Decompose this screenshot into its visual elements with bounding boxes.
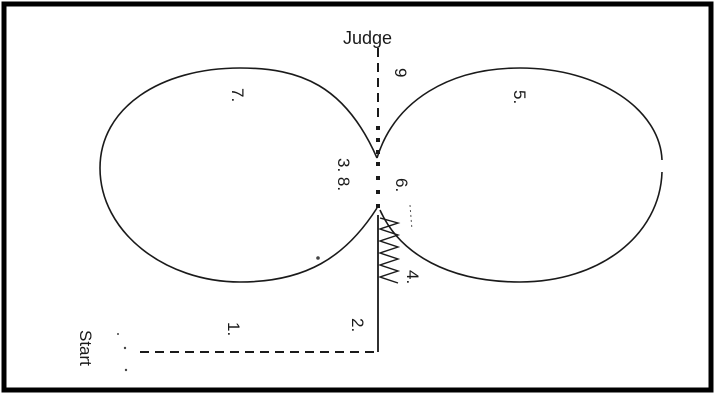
start-label: Start xyxy=(76,330,95,366)
left-circle xyxy=(99,67,378,283)
scan-specks xyxy=(117,256,320,372)
right-circle-lower xyxy=(379,171,663,283)
marker-1: 1. xyxy=(224,322,243,336)
marker-7: 7. xyxy=(228,88,247,102)
marker-9: 9 xyxy=(391,68,410,77)
marker-3-8: 3. 8. xyxy=(334,158,353,191)
judge-label: Judge xyxy=(343,28,392,48)
right-circle-upper xyxy=(376,67,663,161)
marker-6: 6. xyxy=(392,178,411,192)
center-crossing-dots xyxy=(376,126,380,208)
marker-4: 4. xyxy=(403,270,422,284)
marker-2: 2. xyxy=(348,318,367,332)
rein-back-zigzag xyxy=(377,217,401,284)
marker-6-guide xyxy=(409,204,413,231)
marker-5: 5. xyxy=(510,90,529,104)
